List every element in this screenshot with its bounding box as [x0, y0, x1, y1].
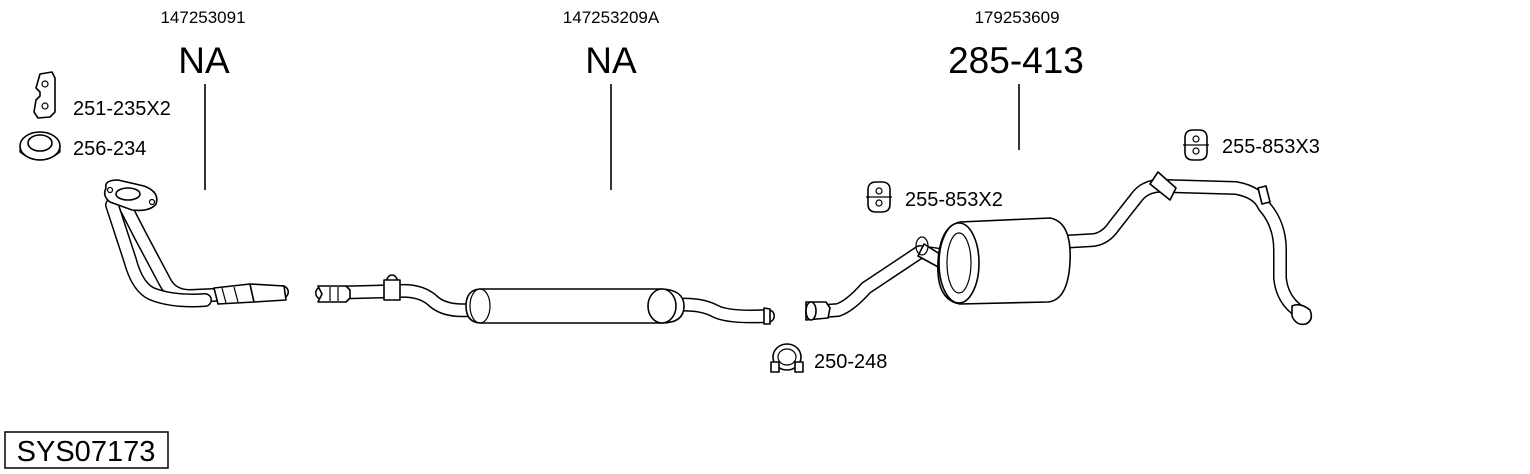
accessory-label-rubber-mount-x3[interactable]: 255-853X3	[1222, 136, 1320, 158]
front-pipe-drawing	[103, 179, 289, 308]
accessory-label-rubber-mount-x2[interactable]: 255-853X2	[905, 189, 1003, 211]
part-2-oe-number: 147253209A	[563, 8, 660, 27]
accessory-label-gasket[interactable]: 256-234	[73, 138, 146, 160]
part-1-oe-number: 147253091	[160, 8, 245, 27]
gasket-icon	[19, 131, 61, 161]
clamp-icon	[770, 343, 804, 373]
part-1-reference[interactable]: NA	[178, 40, 230, 81]
bracket-icon	[33, 71, 56, 119]
rubber-mount-icon	[1183, 129, 1209, 161]
accessory-label-clamp[interactable]: 250-248	[814, 351, 887, 373]
part-2-reference[interactable]: NA	[585, 40, 637, 81]
system-code-box	[4, 431, 169, 469]
accessory-label-bracket[interactable]: 251-235X2	[73, 98, 171, 120]
part-3-oe-number: 179253609	[974, 8, 1059, 27]
middle-silencer-drawing	[315, 274, 775, 325]
system-code: SYS07173	[17, 436, 156, 468]
rubber-mount-icon	[866, 181, 892, 213]
rear-silencer-drawing	[805, 171, 1313, 326]
part-3-reference[interactable]: 285-413	[948, 40, 1084, 81]
